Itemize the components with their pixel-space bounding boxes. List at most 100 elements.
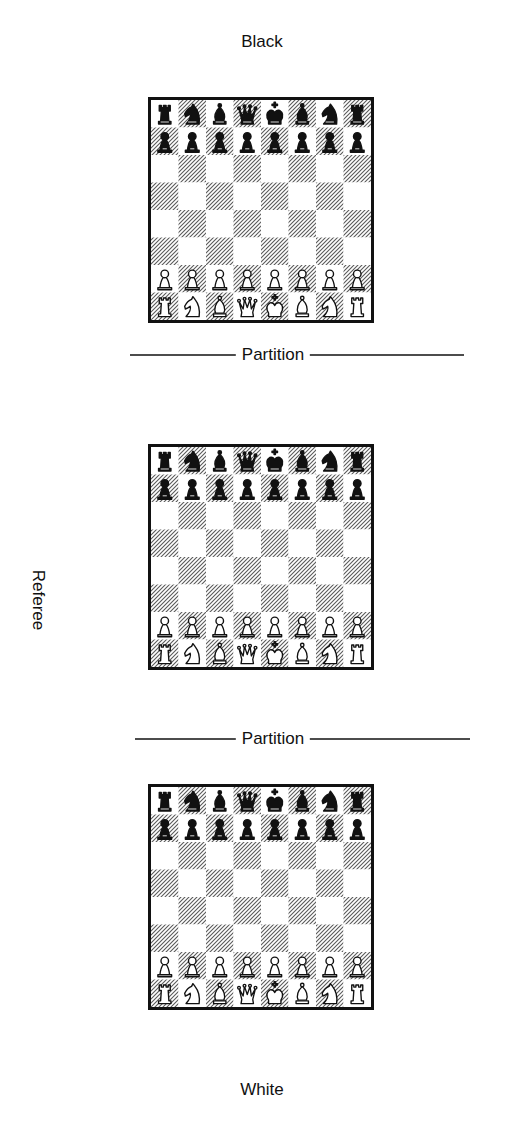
piece-shape bbox=[270, 624, 280, 634]
piece-shape bbox=[159, 985, 171, 1004]
board-square bbox=[316, 530, 344, 558]
piece-detail bbox=[243, 122, 251, 123]
piece-detail bbox=[188, 809, 196, 810]
chess-piece bbox=[238, 984, 257, 1003]
piece-shape bbox=[240, 150, 254, 152]
chess-piece bbox=[351, 106, 363, 125]
chess-piece bbox=[240, 617, 254, 637]
board-square bbox=[206, 265, 234, 293]
piece-shape bbox=[238, 794, 241, 797]
chess-piece bbox=[185, 617, 199, 637]
board-square bbox=[261, 815, 289, 843]
board-square bbox=[261, 842, 289, 870]
chess-piece bbox=[322, 104, 337, 124]
piece-detail bbox=[300, 835, 304, 836]
piece-shape bbox=[322, 451, 337, 471]
piece-shape bbox=[215, 454, 225, 468]
piece-shape bbox=[161, 270, 169, 278]
piece-shape bbox=[187, 624, 197, 634]
board-square bbox=[179, 897, 207, 925]
piece-shape bbox=[267, 650, 283, 664]
piece-shape bbox=[243, 133, 251, 141]
board-square bbox=[344, 100, 372, 128]
chess-piece bbox=[185, 984, 200, 1004]
board-square bbox=[151, 100, 179, 128]
piece-shape bbox=[185, 837, 199, 839]
piece-shape bbox=[249, 984, 252, 987]
board-square bbox=[151, 128, 179, 156]
piece-shape bbox=[301, 791, 304, 794]
piece-shape bbox=[243, 297, 246, 300]
piece-shape bbox=[296, 121, 308, 124]
board-square bbox=[261, 447, 289, 475]
piece-shape bbox=[268, 150, 282, 152]
piece-shape bbox=[325, 624, 335, 634]
partition-label: Partition bbox=[236, 345, 310, 365]
piece-shape bbox=[215, 624, 225, 634]
board-square bbox=[151, 557, 179, 585]
board-square bbox=[151, 870, 179, 898]
piece-shape bbox=[297, 299, 307, 313]
piece-shape bbox=[216, 820, 224, 828]
piece-shape bbox=[322, 791, 337, 811]
board-square bbox=[261, 612, 289, 640]
board-square bbox=[206, 585, 234, 613]
piece-shape bbox=[243, 792, 246, 795]
board-square bbox=[344, 502, 372, 530]
piece-shape bbox=[295, 497, 309, 499]
board-square bbox=[289, 925, 317, 953]
piece-detail bbox=[161, 469, 169, 470]
piece-shape bbox=[326, 957, 334, 965]
board-frame bbox=[150, 99, 373, 322]
chess-piece bbox=[214, 643, 226, 663]
side-label: White bbox=[234, 1080, 289, 1100]
chess-piece bbox=[159, 985, 171, 1004]
piece-shape bbox=[218, 104, 221, 107]
board-square bbox=[316, 842, 344, 870]
piece-shape bbox=[218, 983, 221, 986]
piece-shape bbox=[270, 140, 280, 150]
board-square bbox=[151, 815, 179, 843]
piece-shape bbox=[325, 964, 335, 974]
piece-shape bbox=[351, 453, 363, 472]
piece-shape bbox=[185, 451, 200, 471]
piece-detail bbox=[353, 122, 361, 123]
piece-shape bbox=[295, 288, 309, 290]
chess-piece bbox=[267, 295, 283, 317]
piece-shape bbox=[325, 827, 335, 837]
board-square bbox=[289, 870, 317, 898]
board-square bbox=[344, 530, 372, 558]
board-square bbox=[179, 155, 207, 183]
referee-label: Referee bbox=[28, 564, 48, 636]
piece-shape bbox=[272, 789, 278, 795]
piece-shape bbox=[214, 314, 226, 317]
piece-shape bbox=[160, 827, 170, 837]
board-square bbox=[179, 612, 207, 640]
chess-piece bbox=[351, 453, 363, 472]
board-square bbox=[206, 447, 234, 475]
chess-piece bbox=[351, 298, 363, 317]
piece-shape bbox=[268, 975, 282, 977]
board-square bbox=[261, 897, 289, 925]
board-frame bbox=[150, 446, 373, 669]
board-square bbox=[289, 640, 317, 668]
board-square bbox=[151, 447, 179, 475]
board-square bbox=[289, 557, 317, 585]
chess-piece bbox=[159, 645, 171, 664]
board-square bbox=[344, 585, 372, 613]
piece-shape bbox=[271, 617, 279, 625]
piece-shape bbox=[350, 975, 364, 977]
piece-shape bbox=[185, 497, 199, 499]
piece-shape bbox=[238, 646, 241, 649]
piece-shape bbox=[187, 827, 197, 837]
piece-shape bbox=[158, 150, 172, 152]
piece-shape bbox=[301, 643, 304, 646]
piece-shape bbox=[159, 645, 171, 664]
chess-piece bbox=[158, 957, 172, 977]
piece-shape bbox=[185, 150, 199, 152]
board-square bbox=[234, 447, 262, 475]
chess-piece bbox=[350, 270, 364, 290]
piece-shape bbox=[249, 105, 252, 108]
piece-shape bbox=[353, 133, 361, 141]
piece-shape bbox=[322, 297, 337, 317]
